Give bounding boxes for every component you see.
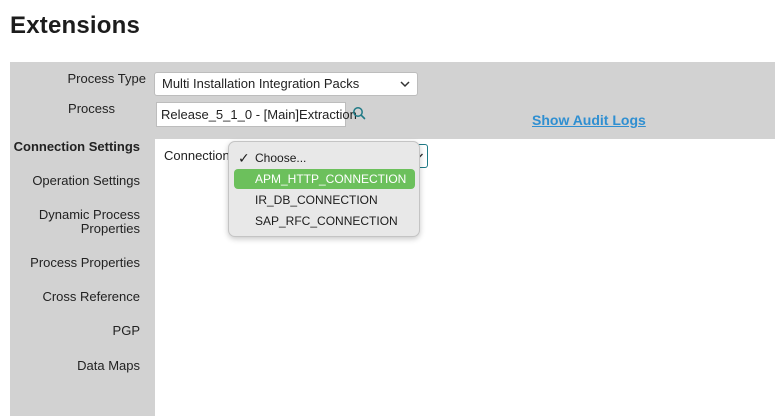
process-type-label: Process Type xyxy=(67,71,146,86)
option-choose[interactable]: ✓ Choose... xyxy=(234,148,415,168)
sidebar-item-process-properties[interactable]: Process Properties xyxy=(30,255,140,270)
sidebar-item-cross-reference[interactable]: Cross Reference xyxy=(42,289,140,304)
process-type-select[interactable]: Multi Installation Integration Packs xyxy=(154,72,418,96)
option-label: Choose... xyxy=(255,151,307,165)
sidebar-item-operation-settings[interactable]: Operation Settings xyxy=(32,173,140,188)
checkmark-icon: ✓ xyxy=(238,150,250,166)
option-ir-db-connection[interactable]: IR_DB_CONNECTION xyxy=(234,190,415,210)
connection-dropdown-menu: ✓ Choose... APM_HTTP_CONNECTION IR_DB_CO… xyxy=(228,141,420,237)
chevron-down-icon xyxy=(400,81,410,88)
option-sap-rfc-connection[interactable]: SAP_RFC_CONNECTION xyxy=(234,211,415,231)
connection-label: Connection xyxy=(164,148,230,163)
option-label: IR_DB_CONNECTION xyxy=(255,193,378,207)
process-input[interactable]: Release_5_1_0 - [Main]Extraction xyxy=(156,102,357,127)
option-label: SAP_RFC_CONNECTION xyxy=(255,214,398,228)
sidebar-item-connection-settings[interactable]: Connection Settings xyxy=(13,139,140,154)
option-label: APM_HTTP_CONNECTION xyxy=(255,172,407,186)
sidebar-item-data-maps[interactable]: Data Maps xyxy=(77,358,140,373)
search-icon[interactable] xyxy=(352,106,366,120)
process-label: Process xyxy=(68,101,115,116)
option-apm-http-connection[interactable]: APM_HTTP_CONNECTION xyxy=(234,169,415,189)
process-type-value: Multi Installation Integration Packs xyxy=(162,76,360,91)
sidebar-item-dynamic-process-properties[interactable]: Dynamic Process Properties xyxy=(38,207,140,236)
show-audit-logs-link[interactable]: Show Audit Logs xyxy=(532,112,646,128)
page-title: Extensions xyxy=(10,12,141,39)
sidebar-item-pgp[interactable]: PGP xyxy=(112,323,140,338)
